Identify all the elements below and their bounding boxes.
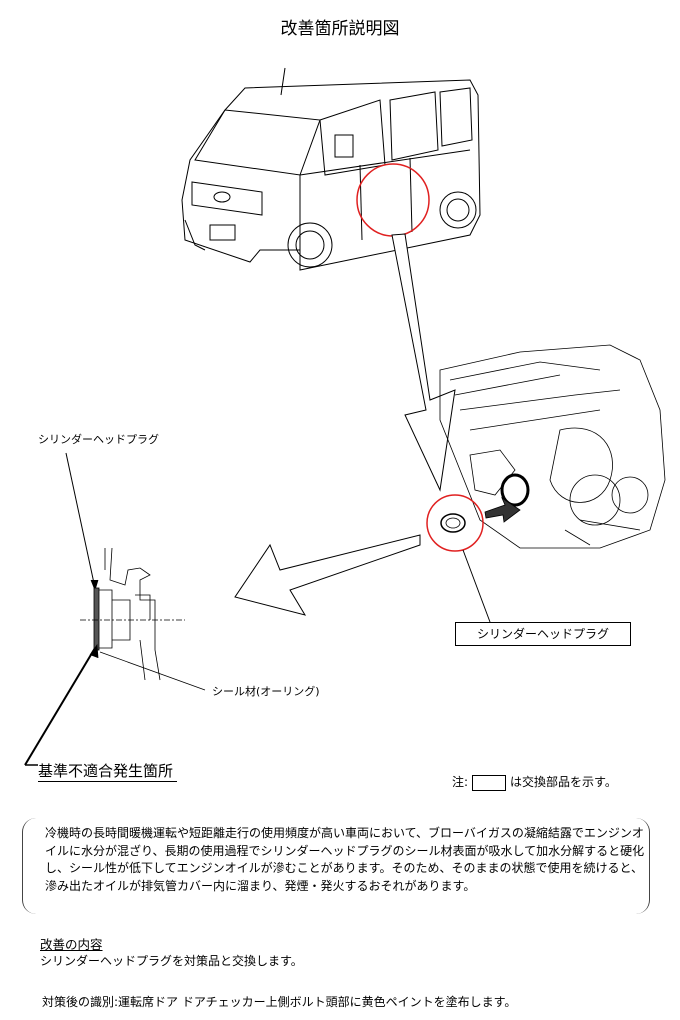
arrow-left-outline — [234, 534, 421, 616]
plug-highlight-circle — [426, 494, 484, 552]
description-text: 冷機時の長時間暖機運転や短距離走行の使用頻度が高い車両において、ブローバイガスの… — [45, 826, 645, 893]
arrow-down-outline — [391, 233, 456, 492]
door-highlight-circle — [356, 163, 430, 237]
note-suffix: は交換部品を示す。 — [510, 775, 617, 789]
note-prefix: 注: — [452, 775, 469, 789]
nonconformity-location-label: 基準不適合発生箇所 — [38, 760, 178, 782]
cylinder-head-plug-label: シリンダーヘッドプラグ — [38, 433, 159, 446]
page-title: 改善箇所説明図 — [280, 19, 400, 39]
van-illustration — [181, 67, 481, 271]
replacement-part-legend-box — [472, 774, 507, 791]
cylinder-head-plug-box-label: シリンダーヘッドプラグ — [455, 622, 631, 646]
seal-material-label: シール材(オーリング) — [212, 685, 320, 698]
improvement-heading: 改善の内容 — [40, 937, 103, 952]
description-bracket — [22, 818, 650, 914]
improvement-text: シリンダーヘッドプラグを対策品と交換します。 — [40, 954, 303, 968]
cross-section-illustration — [24, 452, 206, 766]
engine-illustration — [426, 344, 666, 623]
identification-text: 対策後の識別:運転席ドア ドアチェッカー上側ボルト頭部に黄色ペイントを塗布します… — [42, 995, 517, 1009]
legend-note: 注: は交換部品を示す。 — [452, 773, 617, 791]
